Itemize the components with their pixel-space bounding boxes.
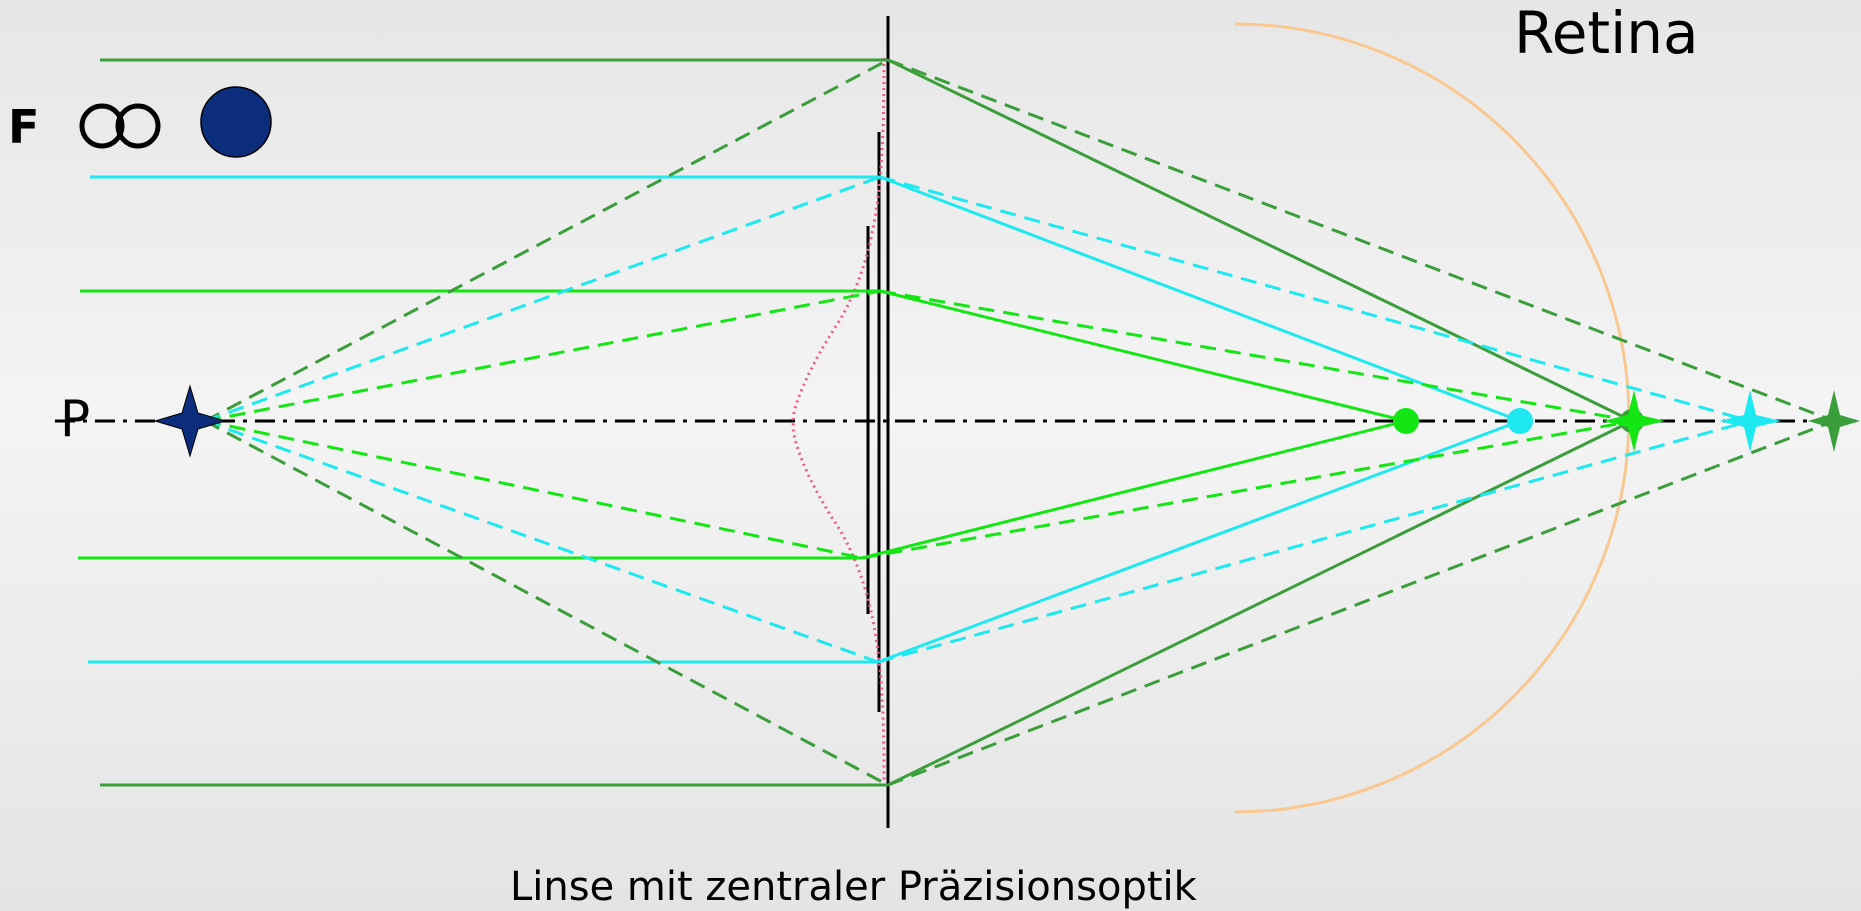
label-p: P: [60, 390, 90, 448]
image-star-outer-icon: [1808, 390, 1860, 452]
infinity-icon: [79, 103, 161, 149]
object-star-icon: [153, 384, 227, 458]
label-retina: Retina: [1514, 0, 1699, 67]
focal-dot-inner: [1393, 408, 1419, 434]
caption-lens: Linse mit zentraler Präzisionsoptik: [510, 864, 1198, 910]
source-disc-icon: [200, 86, 272, 158]
parallel-rays: [78, 58, 888, 787]
label-f: F: [8, 100, 39, 154]
image-star-inner-icon: [1603, 390, 1665, 452]
rays-from-point-p: [204, 58, 889, 787]
focal-dot-middle: [1507, 408, 1533, 434]
retina-arc: [1234, 22, 1631, 814]
refracted-rays-near: [861, 58, 1835, 787]
refracted-rays-distance: [861, 58, 1633, 787]
image-star-middle-icon: [1719, 390, 1781, 452]
